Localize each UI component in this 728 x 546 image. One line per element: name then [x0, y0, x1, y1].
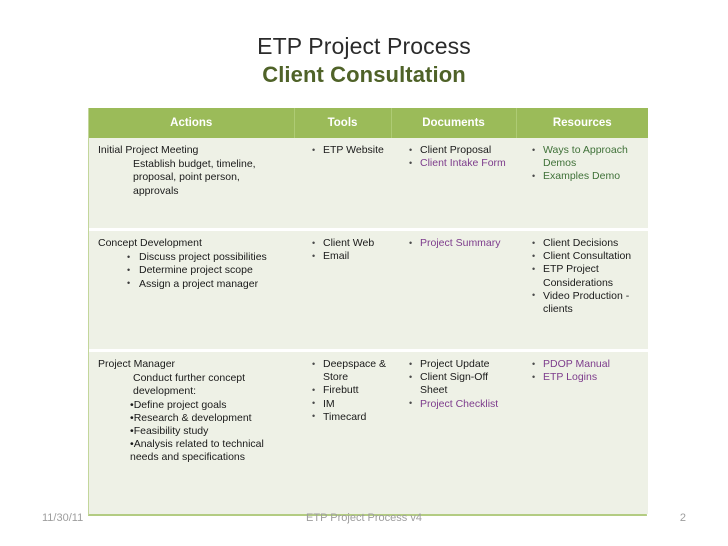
list-item: Discuss project possibilities [127, 251, 290, 264]
cell-resources: PDOP Manual ETP Logins [516, 350, 648, 514]
list-item-link[interactable]: ETP Logins [532, 371, 644, 384]
list-item: Client Consultation [532, 250, 644, 263]
resources-list: Client Decisions Client Consultation ETP… [520, 236, 644, 316]
resources-list: PDOP Manual ETP Logins [520, 357, 644, 384]
column-header-resources: Resources [516, 108, 648, 138]
table-row: Initial Project Meeting Establish budget… [89, 138, 648, 231]
action-subtext-line: development: [133, 385, 197, 398]
cell-tools: ETP Website [294, 138, 391, 231]
list-item: Video Production - clients [532, 289, 644, 316]
cell-actions: Concept Development Discuss project poss… [89, 229, 294, 352]
table-row: Concept Development Discuss project poss… [89, 229, 648, 352]
list-item: Determine project scope [127, 264, 290, 277]
action-subtext: Establish budget, timeline, proposal, po… [93, 158, 290, 198]
cell-documents: Project Update Client Sign-Off Sheet Pro… [391, 350, 516, 514]
action-heading: Concept Development [98, 237, 202, 249]
documents-list: Project Summary [395, 236, 512, 250]
list-item-text: Research & development [133, 411, 252, 424]
column-header-tools: Tools [294, 108, 392, 138]
cell-actions: Project Manager Conduct further concept … [89, 350, 294, 514]
tools-list: Client Web Email [298, 236, 387, 263]
list-item-continuation: needs and specifications [130, 451, 245, 464]
list-item: ETP Project Considerations [532, 263, 644, 289]
list-item: •Research & development [130, 411, 252, 424]
list-item: Client Sign-Off Sheet [409, 371, 512, 397]
list-item: Firebutt [312, 384, 387, 397]
tools-list: Deepspace & Store Firebutt IM Timecard [298, 357, 387, 424]
slide-title-block: ETP Project Process Client Consultation [0, 32, 728, 89]
footer-title: ETP Project Process v4 [306, 512, 422, 524]
cell-resources: Client Decisions Client Consultation ETP… [516, 229, 648, 352]
action-tight-bullets: •Define project goals •Research & develo… [93, 399, 290, 465]
action-subtext-line: Establish budget, timeline, [133, 158, 256, 171]
table-header-row: Actions Tools Documents Resources [89, 108, 648, 138]
list-item-text: Feasibility study [133, 425, 209, 438]
list-item-text: Analysis related to technical [133, 438, 264, 451]
list-item: Email [312, 250, 387, 263]
action-subtext-line: approvals [133, 184, 179, 197]
table-body: Initial Project Meeting Establish budget… [89, 138, 648, 514]
cell-resources: Ways to Approach Demos Examples Demo [516, 138, 648, 231]
cell-tools: Deepspace & Store Firebutt IM Timecard [294, 350, 391, 514]
footer-date: 11/30/11 [42, 512, 84, 524]
action-heading: Initial Project Meeting [98, 144, 199, 156]
column-header-documents: Documents [391, 108, 517, 138]
list-item-link[interactable]: Client Intake Form [409, 157, 512, 170]
slide-footer: 11/30/11 ETP Project Process v4 2 [0, 512, 728, 532]
list-item: Deepspace & Store [312, 357, 387, 384]
footer-page-number: 2 [679, 512, 686, 524]
list-item: IM [312, 397, 387, 411]
table-row: Project Manager Conduct further concept … [89, 350, 648, 514]
list-item-text: Define project goals [133, 398, 227, 411]
list-item: Assign a project manager [127, 277, 290, 291]
list-item: Client Proposal [409, 143, 512, 157]
resources-list: Ways to Approach Demos Examples Demo [520, 143, 644, 184]
list-item-link[interactable]: Project Checklist [409, 397, 512, 411]
list-item: Timecard [312, 410, 387, 424]
action-subtext-line: proposal, point person, [133, 171, 240, 184]
cell-documents: Project Summary [391, 229, 516, 352]
list-item-link[interactable]: Project Summary [409, 236, 512, 250]
list-item-link[interactable]: Ways to Approach Demos [532, 143, 644, 170]
list-item: ETP Website [312, 143, 387, 157]
action-bullet-list: Discuss project possibilities Determine … [93, 251, 290, 291]
page-subtitle: Client Consultation [262, 62, 466, 87]
list-item: Client Decisions [532, 236, 644, 250]
list-item: •Feasibility study [130, 425, 209, 438]
page-title: ETP Project Process [257, 33, 471, 59]
column-header-actions: Actions [89, 108, 295, 138]
action-subtext-line: Conduct further concept [133, 372, 246, 385]
tools-list: ETP Website [298, 143, 387, 157]
list-item: •Analysis related to technical [130, 438, 264, 451]
process-matrix-table: Actions Tools Documents Resources Initia… [88, 108, 648, 516]
action-subtext: Conduct further concept development: [93, 372, 290, 398]
documents-list: Project Update Client Sign-Off Sheet Pro… [395, 357, 512, 411]
cell-tools: Client Web Email [294, 229, 391, 352]
cell-actions: Initial Project Meeting Establish budget… [89, 138, 294, 231]
cell-documents: Client Proposal Client Intake Form [391, 138, 516, 231]
documents-list: Client Proposal Client Intake Form [395, 143, 512, 170]
list-item-link[interactable]: Examples Demo [532, 170, 644, 183]
list-item: Client Web [312, 236, 387, 250]
list-item-link[interactable]: PDOP Manual [532, 357, 644, 371]
action-heading: Project Manager [98, 358, 176, 370]
list-item: •Define project goals [130, 398, 227, 411]
list-item: Project Update [409, 357, 512, 371]
